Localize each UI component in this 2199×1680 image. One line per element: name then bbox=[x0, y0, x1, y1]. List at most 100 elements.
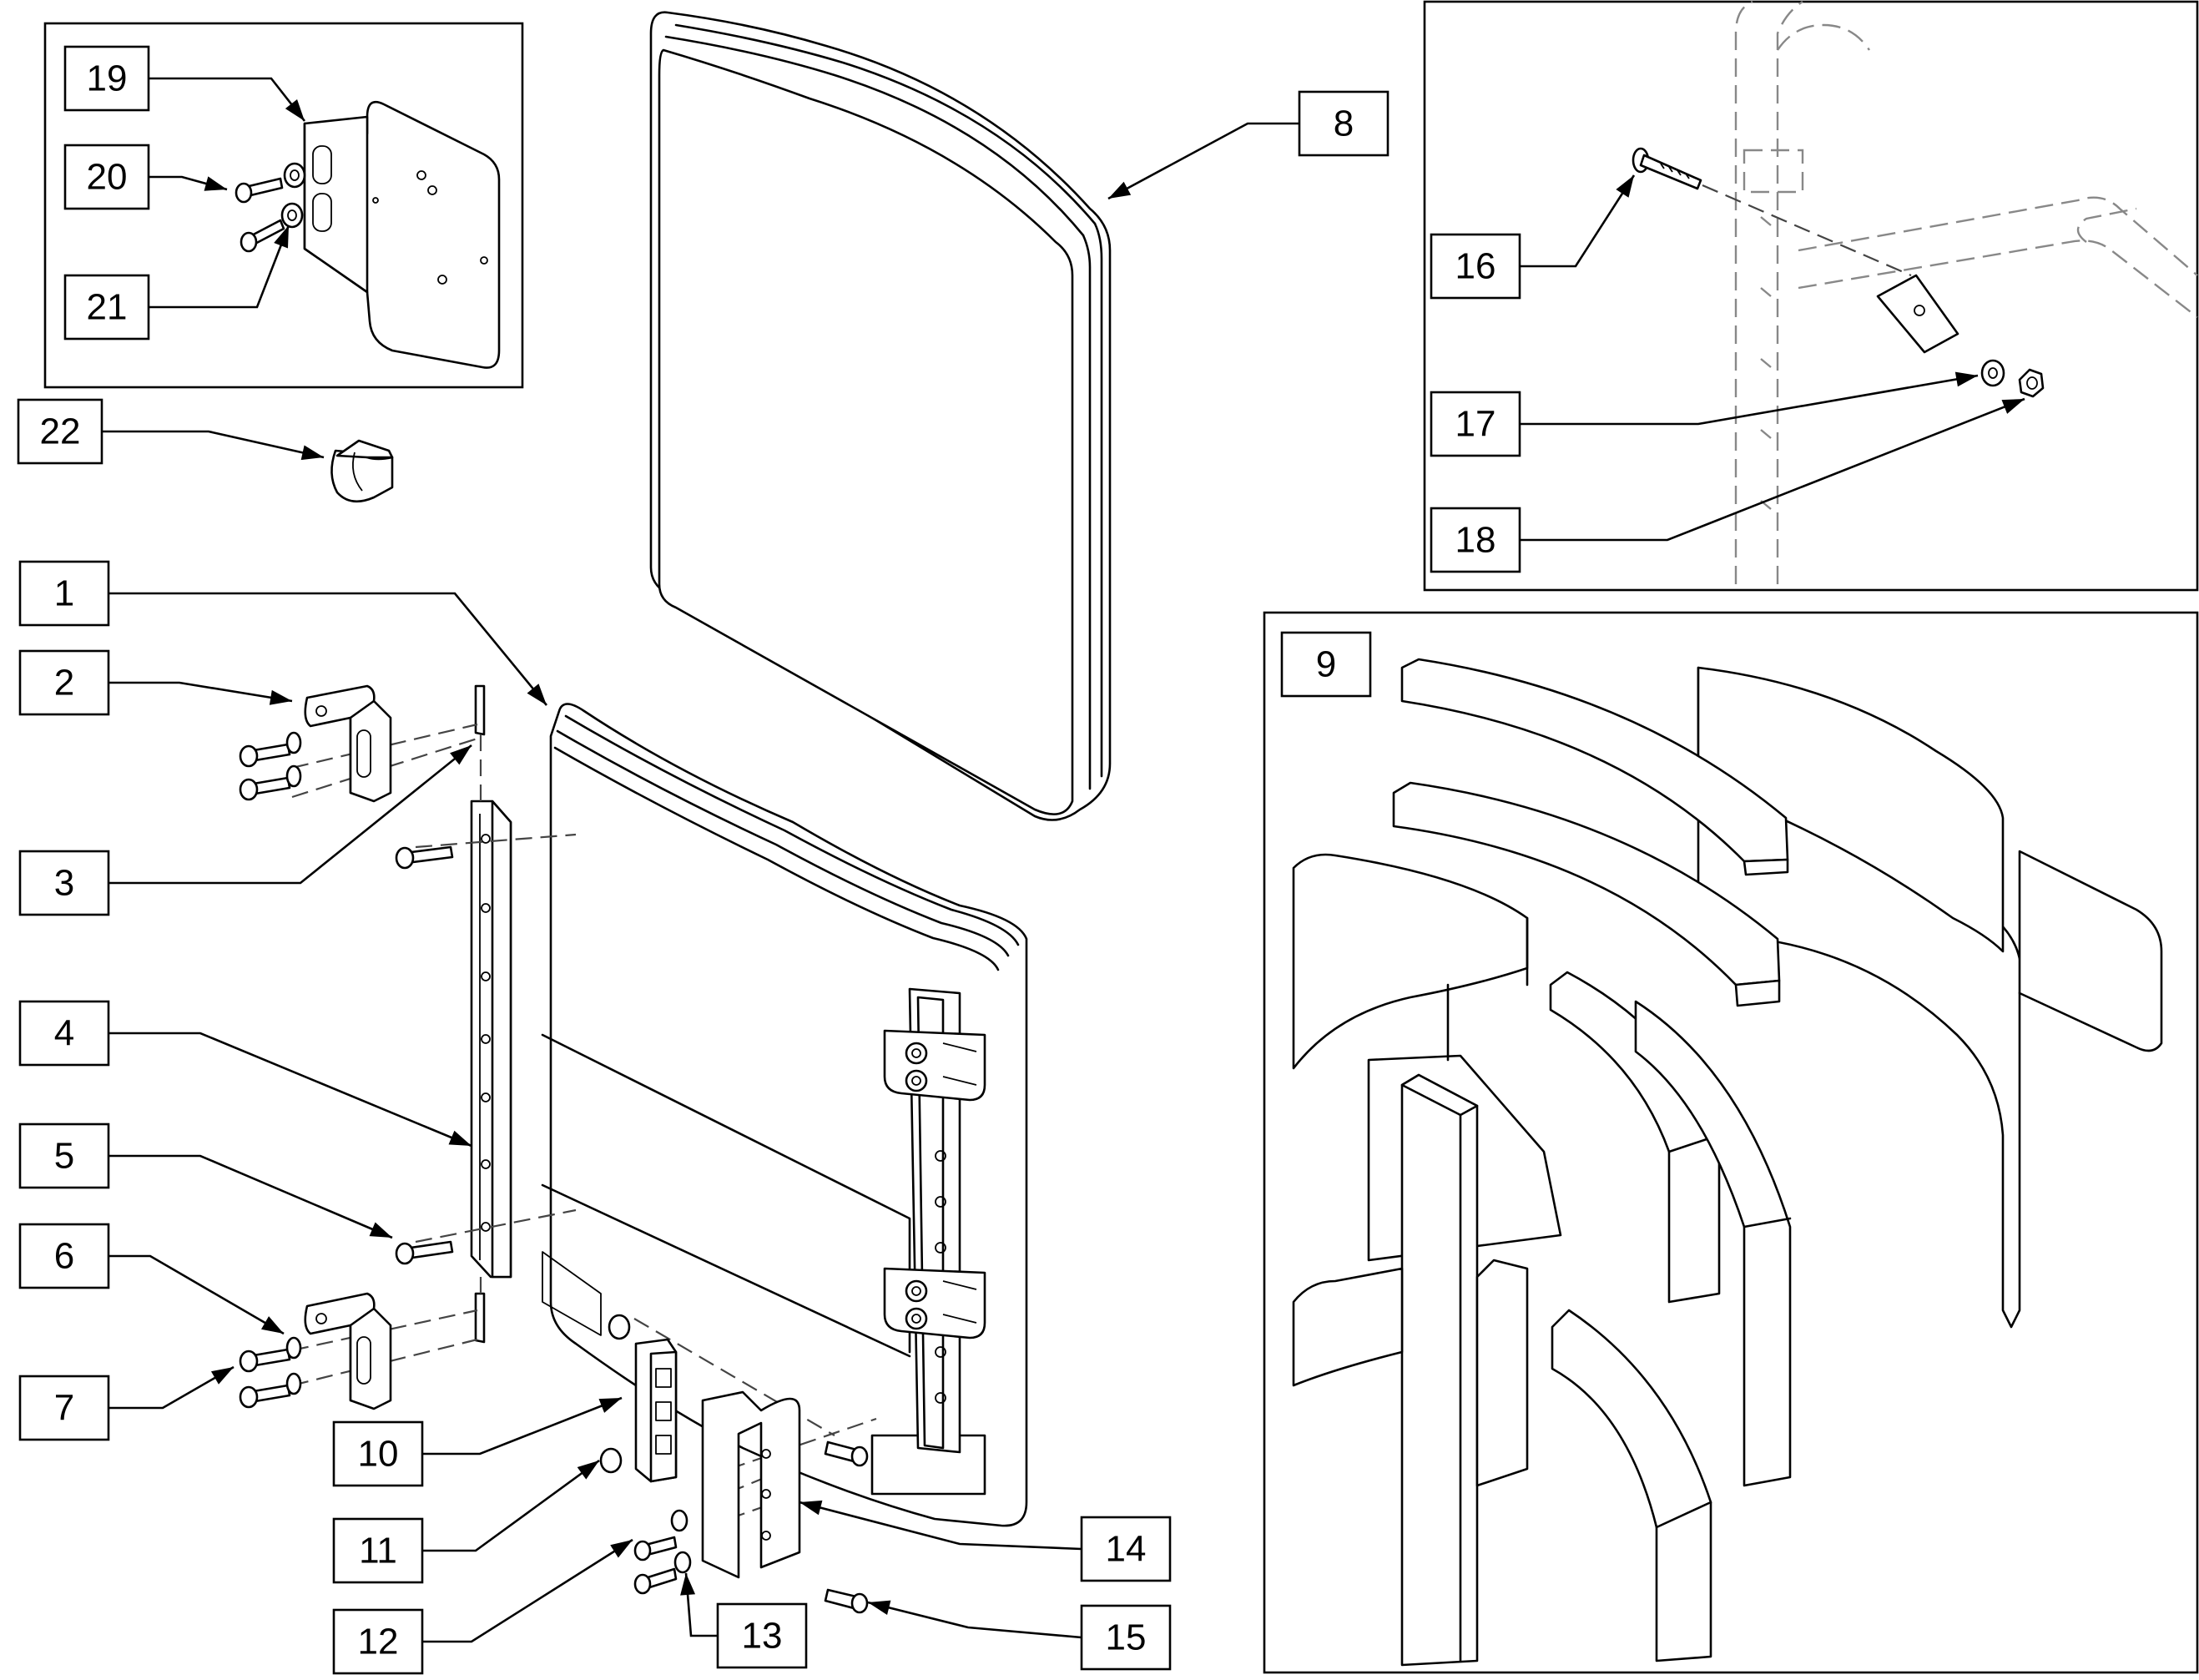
foam-pad-top-2 bbox=[1392, 781, 1781, 1007]
arrowhead-4 bbox=[448, 1130, 472, 1146]
leader-21 bbox=[149, 225, 290, 309]
arrowhead-10 bbox=[598, 1398, 622, 1413]
cable-clip-illustration bbox=[330, 439, 394, 503]
inset-foam-kit-frame bbox=[1263, 611, 2199, 1674]
left-rail-illustration bbox=[470, 684, 512, 1344]
svg-text:14: 14 bbox=[1106, 1529, 1147, 1570]
frame-bolt-illustration bbox=[1632, 147, 1912, 277]
inset-frame-hardware-frame bbox=[1423, 0, 2199, 592]
clamp-screws-illustration bbox=[633, 1509, 692, 1595]
callout-9: 9 bbox=[1280, 631, 1372, 698]
svg-text:6: 6 bbox=[54, 1236, 74, 1277]
svg-text:7: 7 bbox=[54, 1388, 74, 1429]
leader-4 bbox=[108, 1032, 472, 1148]
back-cushion-illustration bbox=[649, 11, 1112, 821]
callout-19: 19 bbox=[63, 45, 150, 112]
mount-bracket-illustration bbox=[701, 1390, 801, 1579]
leader-15 bbox=[867, 1601, 1082, 1639]
arrowhead-1 bbox=[527, 684, 547, 705]
foam-pad-left-upper bbox=[1292, 853, 1529, 1070]
leader-11 bbox=[401, 1459, 600, 1552]
arrowhead-5 bbox=[369, 1222, 392, 1238]
foam-pad-curved-lower bbox=[1551, 1309, 1712, 1662]
callout-14: 14 bbox=[1080, 1516, 1172, 1582]
arrowhead-6 bbox=[260, 1316, 284, 1334]
leader-22 bbox=[102, 430, 325, 459]
callout-21: 21 bbox=[63, 274, 150, 341]
svg-text:16: 16 bbox=[1455, 246, 1496, 287]
svg-text:21: 21 bbox=[87, 287, 128, 328]
lower-bracket-screws-illustration bbox=[239, 1336, 302, 1409]
arrowhead-15 bbox=[868, 1600, 891, 1616]
inset-mount-plate-frame bbox=[43, 22, 524, 389]
mount-screws-illustration bbox=[824, 1440, 869, 1614]
leader-17 bbox=[1496, 374, 1979, 426]
callout-17: 17 bbox=[1430, 391, 1521, 457]
callout-6: 6 bbox=[18, 1223, 110, 1289]
arrowhead-22 bbox=[300, 445, 324, 461]
foam-pad-curved-middle bbox=[1634, 1000, 1792, 1487]
svg-text:4: 4 bbox=[54, 1013, 74, 1054]
leader-12 bbox=[401, 1538, 633, 1643]
svg-text:19: 19 bbox=[87, 58, 128, 99]
mount-plate-illustration bbox=[303, 100, 501, 369]
frame-tab-bracket-illustration bbox=[1876, 274, 1959, 354]
svg-text:2: 2 bbox=[54, 663, 74, 704]
callout-10: 10 bbox=[332, 1420, 424, 1487]
svg-text:9: 9 bbox=[1316, 644, 1336, 685]
leader-lines bbox=[102, 77, 2025, 1643]
callout-13: 13 bbox=[716, 1602, 808, 1669]
arrowhead-19 bbox=[285, 98, 305, 121]
foam-pad-left-lower bbox=[1292, 1259, 1529, 1487]
leader-7 bbox=[108, 1365, 235, 1410]
svg-text:10: 10 bbox=[358, 1434, 399, 1475]
leader-6 bbox=[108, 1254, 285, 1335]
callout-5: 5 bbox=[18, 1123, 110, 1189]
callout-12: 12 bbox=[332, 1608, 424, 1675]
svg-text:12: 12 bbox=[358, 1622, 399, 1662]
arrowhead-17 bbox=[1954, 371, 1978, 387]
arrowhead-3 bbox=[450, 745, 472, 765]
svg-text:13: 13 bbox=[742, 1616, 783, 1657]
leader-18 bbox=[1496, 397, 2025, 542]
callout-15: 15 bbox=[1080, 1604, 1172, 1671]
svg-text:17: 17 bbox=[1455, 404, 1496, 445]
leader-3 bbox=[108, 744, 472, 885]
callout-4: 4 bbox=[18, 1000, 110, 1067]
arrowhead-11 bbox=[577, 1461, 599, 1480]
callout-20: 20 bbox=[63, 144, 150, 210]
arrowhead-20 bbox=[204, 176, 227, 191]
callout-7: 7 bbox=[18, 1375, 110, 1441]
arrowhead-16 bbox=[1616, 175, 1634, 198]
arrowhead-21 bbox=[274, 225, 289, 249]
svg-text:5: 5 bbox=[54, 1136, 74, 1177]
receiver-clamp-illustration bbox=[599, 1314, 678, 1483]
callout-boxes: 1 2 3 4 5 6 7 8 9 10 11 12 13 14 15 16 1… bbox=[17, 45, 1521, 1675]
leader-13 bbox=[684, 1572, 718, 1637]
svg-text:20: 20 bbox=[87, 157, 128, 198]
callout-16: 16 bbox=[1430, 233, 1521, 300]
callout-3: 3 bbox=[18, 850, 110, 916]
leader-1 bbox=[108, 592, 548, 706]
arrowhead-8 bbox=[1108, 181, 1132, 199]
svg-text:1: 1 bbox=[54, 573, 74, 614]
upper-bracket-screws-illustration bbox=[239, 731, 302, 801]
svg-text:3: 3 bbox=[54, 863, 74, 904]
wheelchair-frame-phantom bbox=[1734, 0, 2198, 584]
leader-19 bbox=[149, 77, 306, 122]
arrowheads bbox=[204, 98, 2025, 1616]
rail-screws-illustration bbox=[395, 845, 454, 1265]
callout-22: 22 bbox=[17, 398, 103, 465]
svg-text:18: 18 bbox=[1455, 520, 1496, 561]
leader-16 bbox=[1496, 174, 1636, 268]
svg-text:15: 15 bbox=[1106, 1617, 1147, 1658]
leader-8 bbox=[1107, 122, 1299, 200]
leader-10 bbox=[401, 1396, 623, 1455]
plate-screws-illustration bbox=[235, 162, 306, 253]
upper-left-bracket-illustration bbox=[304, 684, 392, 803]
svg-text:22: 22 bbox=[40, 411, 81, 452]
leader-14 bbox=[799, 1501, 1082, 1551]
arrowhead-18 bbox=[2001, 399, 2025, 414]
